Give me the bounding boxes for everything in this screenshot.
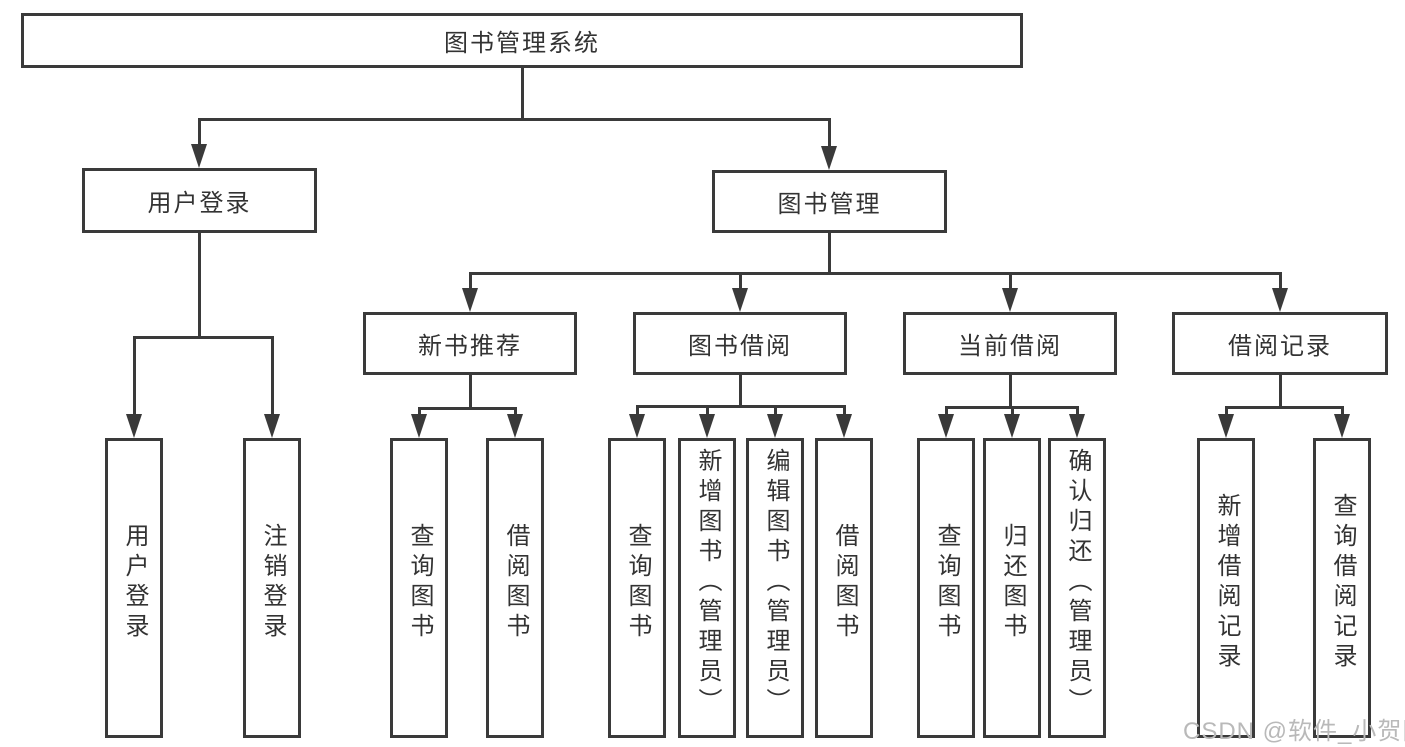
connector-drop-borrow-record: [1279, 272, 1282, 289]
leaf-edit-book-admin: 编辑图书（管理员）: [746, 438, 804, 738]
leaf-borrow-query-book: 查询图书: [608, 438, 666, 738]
node-book-management: 图书管理: [712, 170, 947, 233]
connector-user-login-stem: [198, 233, 201, 336]
arrowhead-cur-query: [938, 414, 954, 438]
connector-drop-rec-q: [1341, 406, 1344, 416]
arrowhead-cur-confirm: [1069, 414, 1085, 438]
leaf-logout: 注销登录: [243, 438, 301, 738]
arrowhead-leaf-login: [126, 414, 142, 438]
connector-current-stem: [1009, 374, 1012, 406]
arrowhead-leaf-logout: [264, 414, 280, 438]
leaf-recommend-borrow-book: 借阅图书: [486, 438, 544, 738]
leaf-confirm-return-admin: 确认归还（管理员）: [1048, 438, 1106, 738]
connector-drop-user-login: [198, 118, 201, 147]
arrowhead-record-add: [1218, 414, 1234, 438]
connector-drop-rec-borrow: [514, 407, 517, 416]
connector-root-cross: [198, 118, 831, 121]
arrowhead-new-book: [462, 288, 478, 312]
arrowhead-borrow-record: [1272, 288, 1288, 312]
arrowhead-bb-query: [629, 414, 645, 438]
connector-root-stem: [521, 68, 524, 118]
connector-drop-leaf-logout: [271, 336, 274, 415]
connector-user-login-cross: [133, 336, 274, 339]
arrowhead-book-management: [821, 146, 837, 170]
leaf-return-book: 归还图书: [983, 438, 1041, 738]
connector-book-borrow-stem: [739, 374, 742, 405]
connector-drop-rec-query: [418, 407, 421, 416]
watermark-text: CSDN @软件_小贺同学: [1183, 718, 1405, 745]
node-user-login: 用户登录: [82, 168, 317, 233]
connector-drop-book-management: [828, 118, 831, 148]
arrowhead-rec-query: [411, 414, 427, 438]
leaf-recommend-query-book: 查询图书: [390, 438, 448, 738]
node-library-system: 图书管理系统: [21, 13, 1023, 68]
connector-record-cross: [1225, 406, 1344, 409]
leaf-current-query-book: 查询图书: [917, 438, 975, 738]
arrowhead-bb-edit: [767, 414, 783, 438]
connector-record-stem: [1279, 374, 1282, 406]
connector-drop-book-borrow: [739, 272, 742, 289]
arrowhead-bb-borrow: [836, 414, 852, 438]
connector-drop-bb-edit: [774, 405, 777, 416]
arrowhead-book-borrow: [732, 288, 748, 312]
leaf-query-borrow-record: 查询借阅记录: [1313, 438, 1371, 738]
connector-drop-cur-return: [1011, 406, 1014, 416]
leaf-borrow-book: 借阅图书: [815, 438, 873, 738]
connector-new-book-cross: [418, 407, 517, 410]
connector-drop-bb-add: [706, 405, 709, 416]
arrowhead-user-login: [191, 144, 207, 168]
connector-drop-rec-add: [1225, 406, 1228, 416]
arrowhead-current-borrow: [1002, 288, 1018, 312]
arrowhead-rec-borrow: [507, 414, 523, 438]
node-book-borrow: 图书借阅: [633, 312, 847, 375]
leaf-user-login: 用户登录: [105, 438, 163, 738]
node-current-borrow: 当前借阅: [903, 312, 1117, 375]
arrowhead-record-query: [1334, 414, 1350, 438]
connector-drop-bb-borrow: [843, 405, 846, 416]
connector-drop-cur-query: [945, 406, 948, 416]
connector-drop-new-book: [469, 272, 472, 289]
leaf-add-book-admin: 新增图书（管理员）: [678, 438, 736, 738]
connector-drop-leaf-login: [133, 336, 136, 415]
connector-new-book-stem: [469, 374, 472, 407]
node-new-book-recommend: 新书推荐: [363, 312, 577, 375]
connector-drop-cur-confirm: [1076, 406, 1079, 416]
connector-drop-bb-query: [636, 405, 639, 416]
connector-book-mgmt-cross: [469, 272, 1282, 275]
arrowhead-bb-add: [699, 414, 715, 438]
node-borrow-record: 借阅记录: [1172, 312, 1388, 375]
arrowhead-cur-return: [1004, 414, 1020, 438]
leaf-add-borrow-record: 新增借阅记录: [1197, 438, 1255, 738]
connector-book-borrow-cross: [636, 405, 846, 408]
connector-drop-current-borrow: [1009, 272, 1012, 289]
connector-book-mgmt-stem: [828, 233, 831, 272]
